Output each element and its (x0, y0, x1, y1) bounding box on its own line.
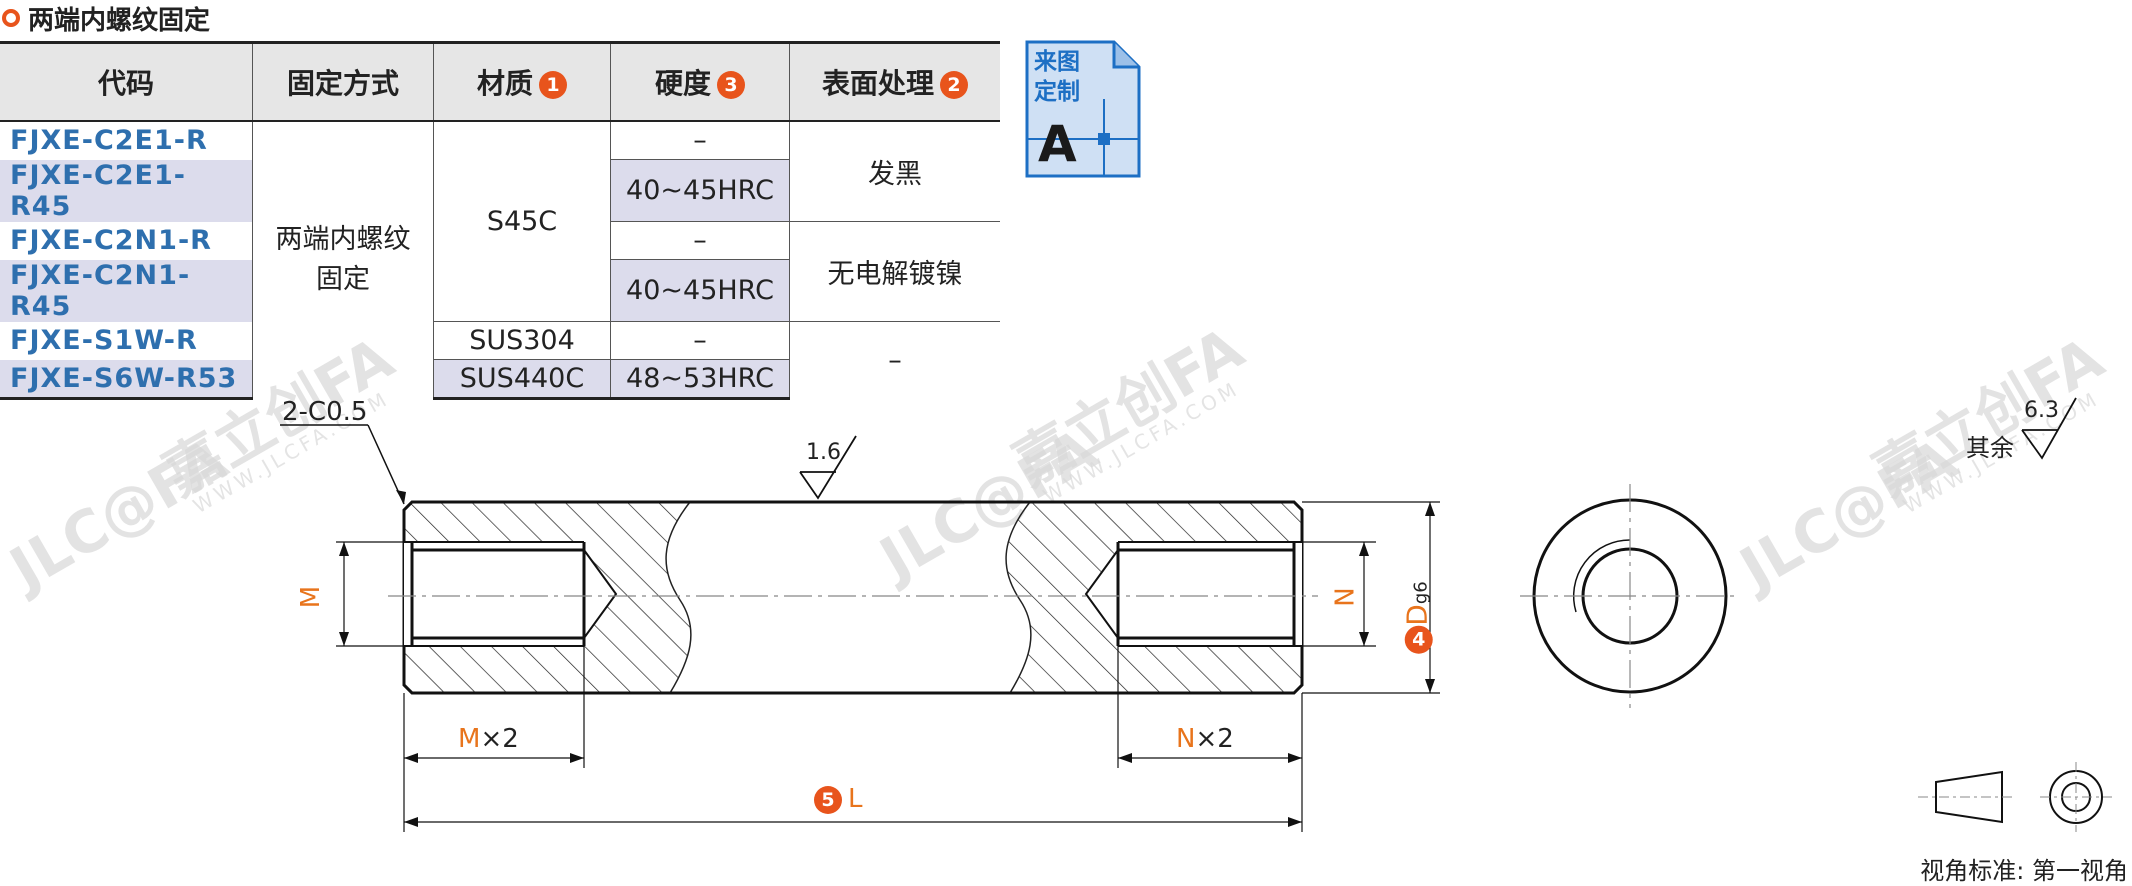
code-cell[interactable]: FJXE-C2N1-R45 (0, 259, 253, 322)
table-row: FJXE-C2E1-R 两端内螺纹 固定 S45C – 发黑 (0, 121, 1000, 399)
material-cell: SUS304 (433, 321, 611, 360)
dim-d (1302, 501, 1440, 694)
material-cell: SUS440C (433, 359, 611, 400)
header-fix: 固定方式 (252, 41, 434, 122)
dim-d-letter: D (1400, 604, 1434, 626)
hardness-cell: 48~53HRC (610, 359, 790, 400)
view-standard-label: 视角标准: 第一视角 (1920, 857, 2128, 885)
dim-m-label: M (296, 585, 327, 609)
hardness-cell: – (610, 221, 790, 260)
hardness-cell: 40~45HRC (610, 159, 790, 222)
dim-mx2-rest: ×2 (480, 724, 519, 754)
hardness-cell: – (610, 321, 790, 360)
surface-cell: – (789, 321, 1000, 399)
dim-l-letter: L (848, 784, 863, 814)
note-badge-3: 3 (717, 71, 745, 99)
hardness-cell: 40~45HRC (610, 259, 790, 322)
end-view (1520, 484, 1740, 708)
code-cell[interactable]: FJXE-C2N1-R (0, 221, 253, 260)
dim-nx2-label: N×2 (1176, 724, 1234, 754)
dim-mx2-label: M×2 (458, 724, 519, 754)
dim-mx2 (403, 646, 585, 768)
surface-cell: 无电解镀镍 (789, 221, 1000, 322)
note-badge-1: 1 (539, 71, 567, 99)
note-badge-4: 4 (1404, 625, 1433, 654)
roughness-symbol (799, 435, 857, 500)
dim-m (336, 541, 404, 647)
circle-marker-icon (2, 9, 20, 27)
material-cell: S45C (433, 121, 611, 322)
surface-cell: 发黑 (789, 121, 1000, 222)
section-title-text: 两端内螺纹固定 (28, 5, 211, 36)
dim-mx2-letter: M (458, 724, 481, 754)
dim-n-label: N (1330, 587, 1361, 607)
header-code: 代码 (0, 41, 253, 122)
note-badge-2: 2 (940, 71, 968, 99)
code-cell[interactable]: FJXE-S1W-R (0, 321, 253, 360)
dim-d-label: 4Dg6 (1401, 581, 1434, 659)
roughness-other-value: 6.3 (2024, 398, 2059, 423)
roughness-value: 1.6 (806, 440, 841, 465)
badge-letter: A (1038, 115, 1077, 173)
custom-drawing-badge[interactable]: 来图 定制 A (1024, 39, 1142, 179)
table-row: FJXE-S1W-R SUS304 – – (0, 321, 1000, 399)
dim-d-subscript: g6 (1410, 581, 1432, 605)
dim-nx2-rest: ×2 (1195, 724, 1234, 754)
dim-nx2 (1117, 646, 1303, 832)
table-row: FJXE-C2N1-R – 无电解镀镍 (0, 221, 1000, 322)
document-icon (1025, 40, 1141, 178)
dim-n (1302, 541, 1376, 647)
note-badge-5: 5 (814, 785, 842, 814)
break-line-right (1005, 501, 1032, 694)
fix-line2: 固定 (316, 264, 370, 296)
first-angle-projection-icon (1918, 762, 2112, 832)
left-thread-hole (404, 541, 618, 647)
dim-l (403, 768, 1302, 832)
break-line-left (665, 501, 692, 694)
roughness-other-symbol (2021, 397, 2077, 460)
code-cell[interactable]: FJXE-C2E1-R45 (0, 159, 253, 222)
code-cell[interactable]: FJXE-S6W-R53 (0, 359, 253, 400)
fix-cell: 两端内螺纹 固定 (252, 121, 434, 399)
hardness-cell: – (610, 121, 790, 160)
fix-line1: 两端内螺纹 (275, 224, 411, 256)
right-thread-hole (1084, 541, 1302, 647)
chamfer-label: 2-C0.5 (282, 397, 368, 427)
badge-text: 来图 定制 (1034, 49, 1080, 105)
section-title: 两端内螺纹固定 (0, 0, 210, 36)
roughness-other-label: 其余 (1966, 434, 2014, 462)
code-cell[interactable]: FJXE-C2E1-R (0, 121, 253, 160)
dim-nx2-letter: N (1176, 724, 1196, 754)
